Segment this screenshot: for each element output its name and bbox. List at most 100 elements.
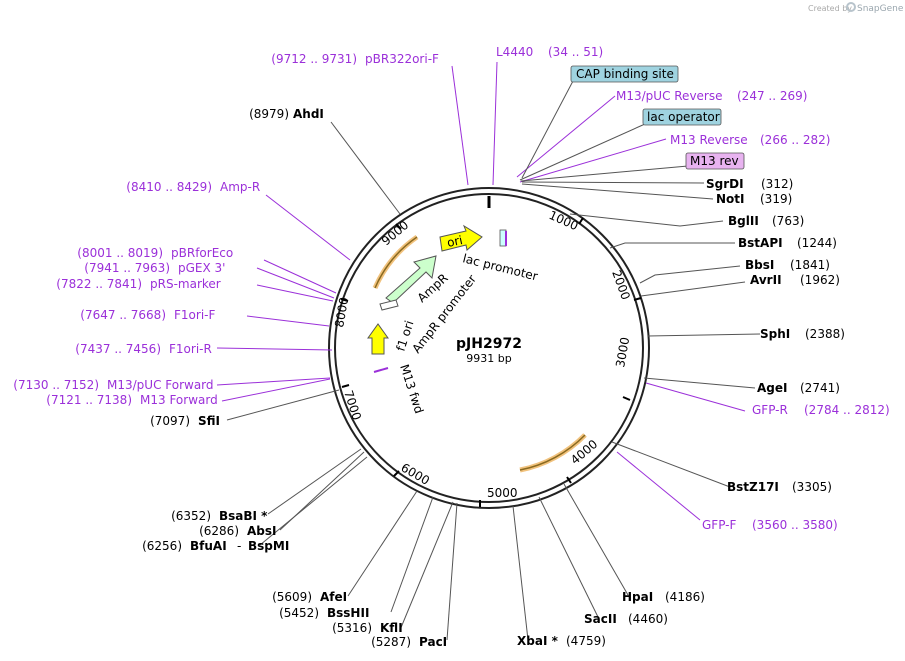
primer-pbr322-name: pBR322ori-F [365, 52, 439, 66]
snapgene-logo-text: SnapGene [857, 4, 904, 14]
m13-fwd-label: M13 fwd [397, 363, 426, 416]
enzyme-bstapi-name: BstAPI [738, 236, 783, 250]
enzyme-xbai-pos: (4759) [566, 634, 606, 648]
feature-arc-bottom-right-line [519, 434, 586, 471]
enzyme-sfii-pos: (7097) [150, 414, 190, 428]
enzyme-agei-pos: (2741) [800, 381, 840, 395]
enzyme-xbai-name: XbaI * [517, 634, 559, 648]
enzyme-afei-name: AfeI [320, 590, 347, 604]
snapgene-logo: SnapGene [846, 2, 904, 14]
enzyme-avrii-pos: (1962) [800, 273, 840, 287]
ori-label: ori [446, 233, 464, 250]
m13-rev-label: M13 rev [690, 154, 739, 168]
m13-rev-box: M13 rev [685, 152, 745, 170]
primer-m13puc-fwd-name: M13/pUC Forward [107, 378, 214, 392]
enzyme-bglii-pos: (763) [772, 214, 804, 228]
primer-prs-name: pRS-marker [150, 277, 221, 291]
enzyme-ahdi-pos: (8979) [249, 107, 289, 121]
enzyme-noti-name: NotI [716, 192, 745, 206]
tick-5000: 5000 [487, 486, 518, 500]
primer-f1f-name: F1ori-F [174, 308, 215, 322]
primer-pgex-pos: (7941 .. 7963) [84, 261, 170, 275]
enzyme-bsabi-name: BsaBI * [219, 509, 268, 523]
enzyme-sphi-pos: (2388) [805, 327, 845, 341]
enzyme-absi-name: AbsI [247, 524, 276, 538]
primer-m13puc-rev-pos: (247 .. 269) [737, 89, 807, 103]
primer-gfpf-pos: (3560 .. 3580) [752, 518, 838, 532]
primer-m13-forward-pos: (7121 .. 7138) [46, 393, 132, 407]
enzyme-bsabi-pos: (6352) [171, 509, 211, 523]
primer-m13-reverse-name: M13 Reverse [670, 133, 748, 147]
tick-3000: 3000 [613, 336, 632, 369]
ampr-arrow [385, 255, 437, 304]
primer-pbrfor-pos: (8001 .. 8019) [77, 246, 163, 260]
enzyme-sfii-name: SfiI [198, 414, 220, 428]
lac-operator-label: lac operator [647, 110, 720, 124]
plasmid-name: pJH2972 [456, 336, 522, 352]
primer-l4440-name: L4440 [496, 45, 533, 59]
enzyme-labels: (8979) AhdI SgrDI (312) NotI (319) BglII… [142, 107, 845, 649]
primer-gfpf-name: GFP-F [702, 518, 737, 532]
enzyme-sgrdi-pos: (312) [761, 177, 793, 191]
created-by-text: Created by [808, 4, 852, 13]
primer-m13puc-rev-name: M13/pUC Reverse [616, 89, 723, 103]
enzyme-bbsi-name: BbsI [745, 258, 774, 272]
enzyme-sphi-name: SphI [760, 327, 790, 341]
primer-pbr322-pos: (9712 .. 9731) [271, 52, 357, 66]
primer-f1f-pos: (7647 .. 7668) [80, 308, 166, 322]
cap-binding-site-box: CAP binding site [570, 65, 679, 83]
enzyme-bfuai-pos: (6256) [142, 539, 182, 553]
primer-gfpr-name: GFP-R [752, 403, 788, 417]
enzyme-sacii-pos: (4460) [628, 612, 668, 626]
tick-1000: 1000 [547, 208, 581, 233]
tick-2000: 2000 [609, 268, 633, 301]
enzyme-sacii-name: SacII [584, 612, 617, 626]
enzyme-bsshii-pos: (5452) [279, 606, 319, 620]
enzyme-bstz17i-pos: (3305) [792, 480, 832, 494]
enzyme-noti-pos: (319) [760, 192, 792, 206]
enzyme-bspmi-name: BspMI [248, 539, 289, 553]
enzyme-hpai-pos: (4186) [665, 590, 705, 604]
enzyme-bfuai-name: BfuAI [190, 539, 227, 553]
tick-marks [340, 217, 642, 507]
enzyme-bbsi-pos: (1841) [790, 258, 830, 272]
primer-prs-pos: (7822 .. 7841) [56, 277, 142, 291]
primer-l4440-pos: (34 .. 51) [548, 45, 603, 59]
lac-operator-box: lac operator [642, 108, 722, 126]
enzyme-bsshii-name: BssHII [327, 606, 369, 620]
enzyme-kfli-name: KflI [380, 621, 403, 635]
ori-arrow [439, 224, 483, 252]
primer-ampr-name: Amp-R [220, 180, 260, 194]
m13-fwd-feature [373, 367, 389, 373]
plasmid-length: 9931 bp [466, 352, 511, 365]
enzyme-paci-pos: (5287) [371, 635, 411, 649]
enzyme-bstapi-pos: (1244) [797, 236, 837, 250]
primer-m13-forward-name: M13 Forward [140, 393, 218, 407]
enzyme-hpai-name: HpaI [622, 590, 653, 604]
primer-m13-reverse-pos: (266 .. 282) [760, 133, 830, 147]
enzyme-absi-pos: (6286) [199, 524, 239, 538]
primer-pbrfor-name: pBRforEco [171, 246, 233, 260]
tick-8000: 8000 [332, 296, 351, 329]
enzyme-agei-name: AgeI [757, 381, 787, 395]
primer-f1r-name: F1ori-R [169, 342, 212, 356]
feature-arc-top-left-line [374, 236, 418, 289]
leader-lines [216, 61, 761, 641]
enzyme-sgrdi-name: SgrDI [706, 177, 744, 191]
enzyme-ahdi-name: AhdI [293, 107, 324, 121]
enzyme-paci-name: PacI [419, 635, 447, 649]
backbone [328, 187, 650, 509]
primer-f1r-pos: (7437 .. 7456) [75, 342, 161, 356]
enzyme-bstz17i-name: BstZ17I [727, 480, 779, 494]
f1-ori-arrow [367, 323, 389, 355]
enzyme-afei-pos: (5609) [272, 590, 312, 604]
tick-4000: 4000 [568, 437, 600, 467]
primer-pgex-name: pGEX 3' [178, 261, 225, 275]
enzyme-avrii-name: AvrII [750, 273, 782, 287]
ampr-promoter-arrow [379, 299, 399, 311]
primer-ampr-pos: (8410 .. 8429) [126, 180, 212, 194]
enzyme-bglii-name: BglII [728, 214, 759, 228]
primer-labels: (9712 .. 9731) pBR322ori-F L4440 (34 .. … [13, 45, 889, 532]
